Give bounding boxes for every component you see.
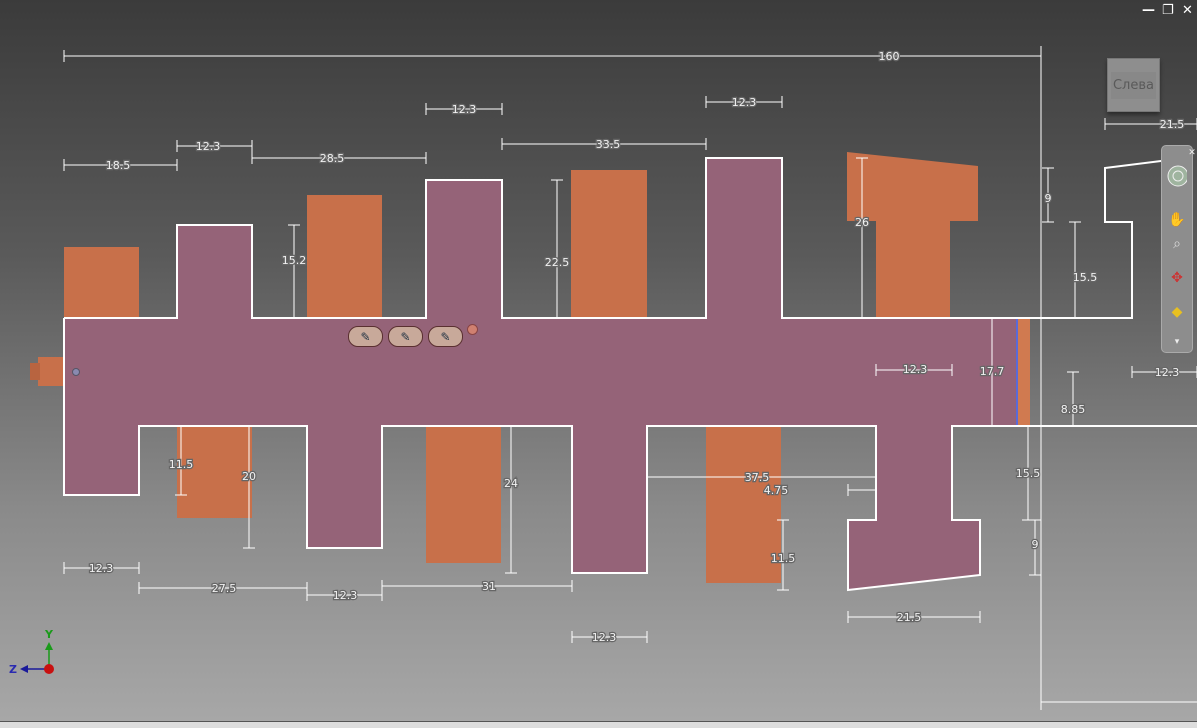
dimension-value[interactable]: 12.3 (1154, 365, 1181, 381)
part-bodies-lower (30, 318, 1030, 583)
dimension-value[interactable]: 21.5 (1159, 117, 1186, 133)
dimension-value[interactable]: 160 (877, 49, 901, 65)
minimize-button[interactable]: — (1142, 3, 1155, 18)
part-body (706, 426, 781, 583)
look-at-icon[interactable]: ◆ (1171, 304, 1183, 320)
edit-sketch-icon: ✎ (400, 329, 411, 344)
edit-feature-button[interactable]: ✎ (348, 326, 383, 347)
dimension-value[interactable]: 15.5 (1072, 270, 1099, 286)
dimension-value[interactable]: 37.5 (744, 470, 771, 486)
dimension-value[interactable]: 12.3 (451, 102, 478, 118)
dimension-value[interactable]: 11.5 (168, 457, 195, 473)
close-toolbar-icon[interactable] (467, 324, 478, 335)
edit-sketch-2-button[interactable]: ✎ (428, 326, 463, 347)
dimension-value[interactable]: 12.3 (195, 139, 222, 155)
part-bodies (64, 152, 978, 318)
navbar-menu-icon[interactable]: ▾ (1174, 337, 1180, 347)
dimension-value[interactable]: 4.75 (763, 483, 790, 499)
dimension-value[interactable]: 20 (241, 469, 258, 485)
y-axis-label: Y (44, 628, 54, 641)
origin-point[interactable] (72, 368, 80, 376)
dimension-value[interactable]: 9 (1043, 191, 1053, 207)
part-body (307, 195, 382, 318)
dimension-value[interactable]: 12.3 (88, 561, 115, 577)
dimension-value[interactable]: 27.5 (211, 581, 238, 597)
dimension-value[interactable]: 26 (854, 215, 871, 231)
y-axis-arrow-icon (45, 642, 53, 650)
viewcube[interactable]: Слева (1107, 58, 1160, 112)
part-body (571, 170, 647, 318)
part-body (426, 426, 501, 563)
dimension-value[interactable]: 22.5 (544, 255, 571, 271)
shaft-stub (38, 357, 64, 386)
zoom-icon[interactable]: ⌕ (1173, 236, 1181, 252)
dimension-value[interactable]: 33.5 (595, 137, 622, 153)
part-body (64, 247, 139, 318)
sketch-profile[interactable] (64, 158, 1017, 590)
sketch-outline (63, 157, 1197, 592)
coordinate-triad: Y Z (9, 628, 54, 676)
pan-hand-icon[interactable]: ✋ (1168, 212, 1186, 228)
dimension-value[interactable]: 8.85 (1060, 402, 1087, 418)
navigation-bar: ✕ ✋ ⌕ ✥ ◆ ▾ (1161, 145, 1196, 353)
dimension-value[interactable]: 31 (481, 579, 498, 595)
part-body (847, 152, 978, 318)
dimension-value[interactable]: 12.3 (902, 362, 929, 378)
navbar-close-icon[interactable]: ✕ (1188, 148, 1196, 158)
status-strip (0, 721, 1197, 728)
z-axis-label: Z (9, 663, 17, 676)
edit-sketch-button[interactable]: ✎ (388, 326, 423, 347)
viewcube-face-label: Слева (1110, 71, 1156, 99)
dimension-value[interactable]: 12.3 (332, 588, 359, 604)
part-body (177, 426, 252, 518)
dimension-value[interactable]: 12.3 (591, 630, 618, 646)
dimension-value[interactable]: 18.5 (105, 158, 132, 174)
dimension-value[interactable]: 15.5 (1015, 466, 1042, 482)
dimension-value[interactable]: 17.7 (979, 364, 1006, 380)
dimension-value[interactable]: 9 (1030, 537, 1040, 553)
z-axis-arrow-icon (20, 665, 28, 673)
part-stripe (1017, 318, 1030, 426)
dimension-value[interactable]: 12.3 (731, 95, 758, 111)
close-button[interactable]: ✕ (1182, 3, 1193, 18)
dimensions: 160 18.5 12.3 28.5 12.3 33.5 12.3 21.5 15.2 22.5 2… (63, 49, 1197, 646)
shaft-stub-end (30, 363, 40, 380)
edit-sketch-2-icon: ✎ (440, 329, 451, 344)
steering-wheel-icon[interactable] (1167, 165, 1187, 187)
dimension-value[interactable]: 21.5 (896, 610, 923, 626)
dimension-value[interactable]: 11.5 (770, 551, 797, 567)
dimension-value[interactable]: 24 (503, 476, 520, 492)
dimension-value[interactable]: 28.5 (319, 151, 346, 167)
x-axis-origin-icon (44, 664, 54, 674)
orbit-icon[interactable]: ✥ (1171, 270, 1183, 286)
edit-feature-icon: ✎ (360, 329, 371, 344)
dimension-value[interactable]: 15.2 (281, 253, 308, 269)
restore-button[interactable]: ❐ (1162, 3, 1174, 18)
